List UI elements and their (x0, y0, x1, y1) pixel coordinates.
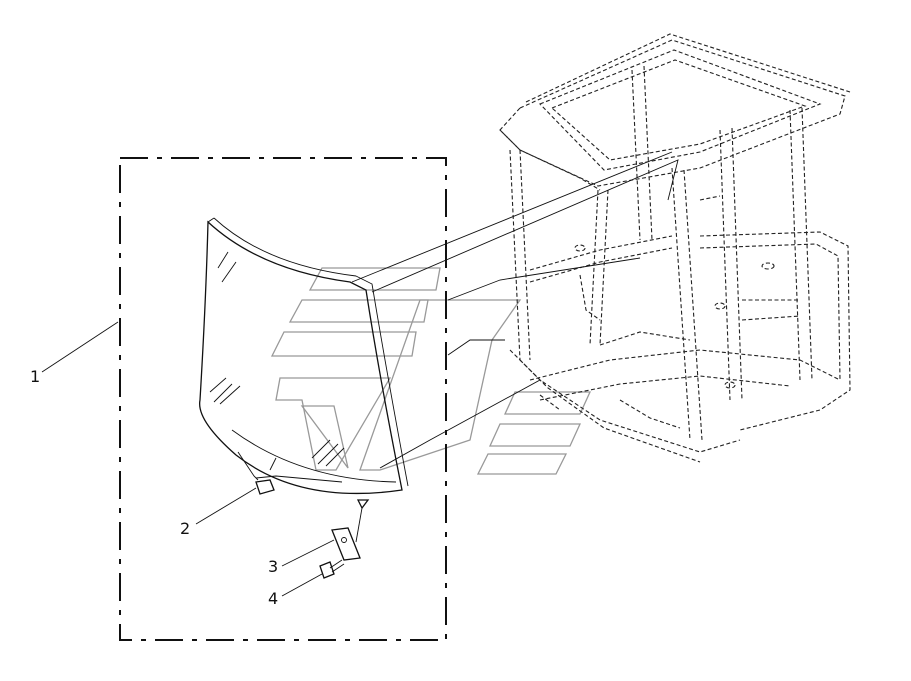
assembly-boundary (119, 157, 447, 641)
callout-label-1: 1 (30, 367, 40, 386)
bracket-part (331, 499, 370, 561)
mounting-leader-lines (351, 151, 679, 469)
windshield-glass (199, 217, 409, 495)
callout-label-3: 3 (268, 557, 278, 576)
cab-frame (499, 33, 851, 463)
callout-label-4: 4 (268, 589, 278, 608)
callout-leaders (41, 321, 335, 597)
bolt-part (319, 559, 345, 579)
spacer-part (255, 479, 275, 495)
watermark-logo (270, 267, 592, 475)
callout-label-2: 2 (180, 519, 190, 538)
